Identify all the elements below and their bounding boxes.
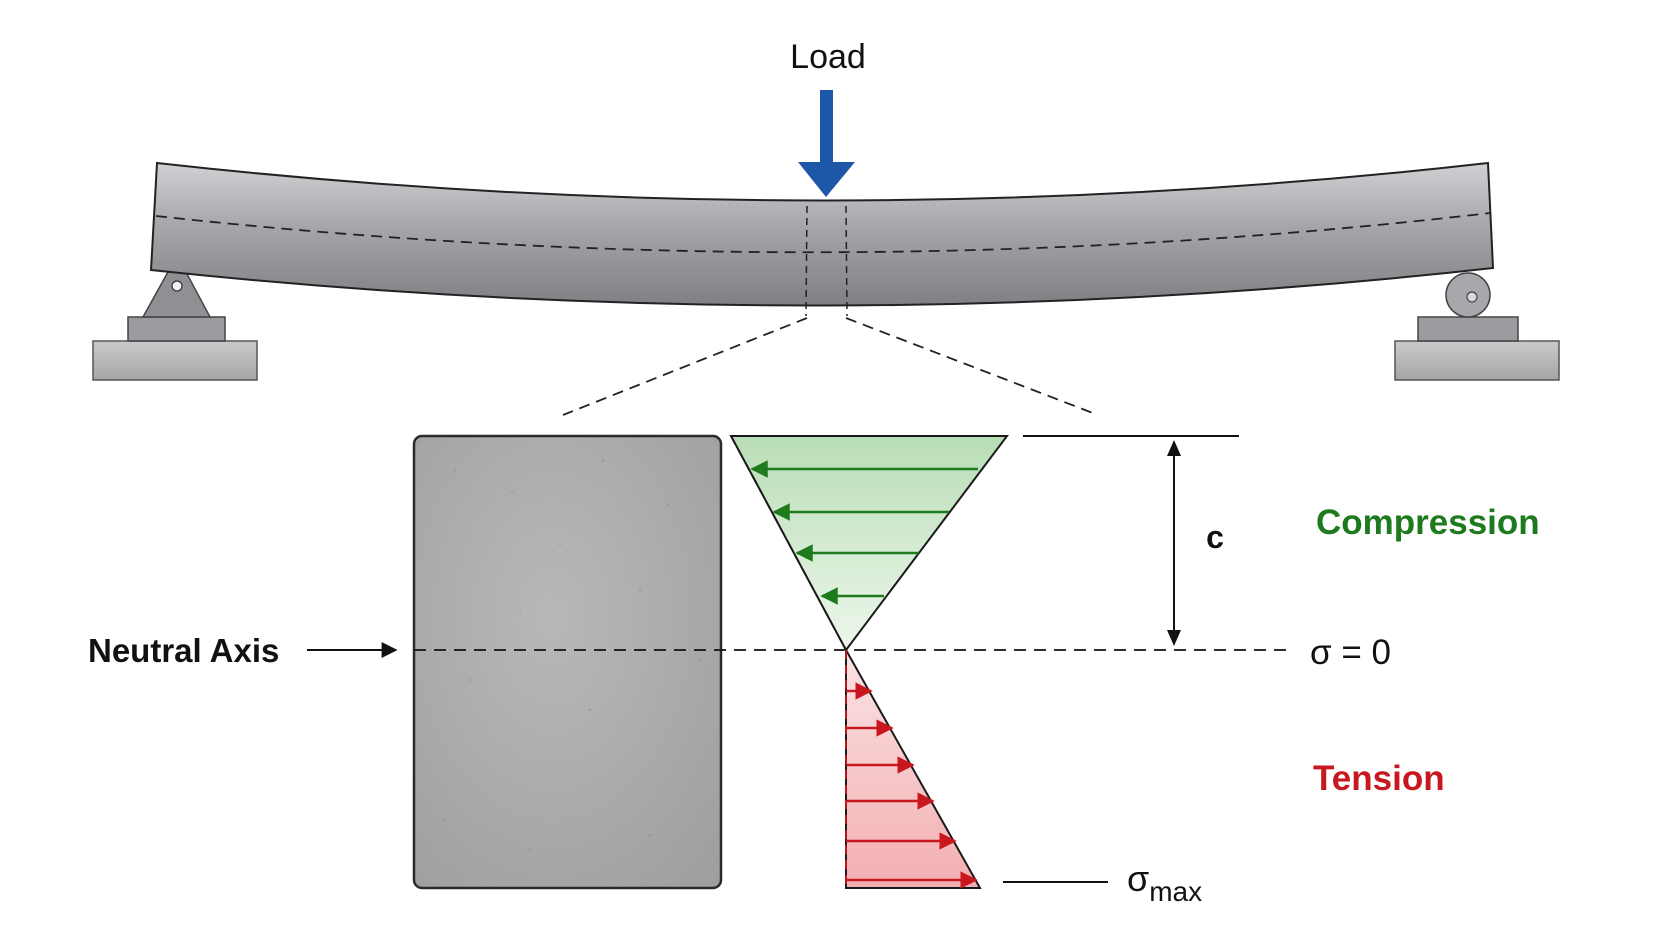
tension-zone bbox=[845, 646, 982, 889]
projection-line-right bbox=[845, 317, 1099, 416]
roller-center-icon bbox=[1466, 291, 1478, 303]
beam-neutral-axis bbox=[155, 212, 1491, 254]
section-cut-left bbox=[805, 205, 808, 317]
neutral-axis-label: Neutral Axis bbox=[88, 632, 279, 669]
right-support-plate bbox=[1417, 316, 1519, 342]
compression-dashed-edge bbox=[730, 435, 847, 651]
tension-label: Tension bbox=[1313, 759, 1445, 798]
projection-line-left bbox=[562, 317, 808, 416]
tension-triangle bbox=[845, 646, 982, 889]
depth-dimension: c bbox=[1023, 435, 1239, 646]
zero-stress-label: σ = 0 bbox=[1310, 633, 1391, 672]
beam bbox=[149, 161, 1495, 307]
depth-label: c bbox=[1206, 519, 1224, 555]
load-arrow-icon bbox=[798, 90, 855, 197]
concrete-speckles bbox=[438, 459, 702, 852]
cross-section bbox=[412, 434, 723, 890]
right-support-base bbox=[1394, 340, 1560, 381]
pin-icon bbox=[171, 280, 183, 292]
beam-assembly: Load bbox=[92, 38, 1560, 416]
sigma-max-label: σmax bbox=[1127, 858, 1202, 907]
section-cut-right bbox=[845, 205, 848, 317]
compression-label: Compression bbox=[1316, 503, 1540, 542]
concrete-section bbox=[412, 434, 723, 890]
left-support-plate bbox=[127, 316, 226, 342]
depth-arrow-bottom-icon bbox=[1167, 630, 1181, 646]
left-support-base bbox=[92, 340, 258, 381]
depth-arrow-top-icon bbox=[1167, 440, 1181, 456]
compression-zone bbox=[729, 435, 1010, 652]
load-label: Load bbox=[790, 38, 866, 76]
